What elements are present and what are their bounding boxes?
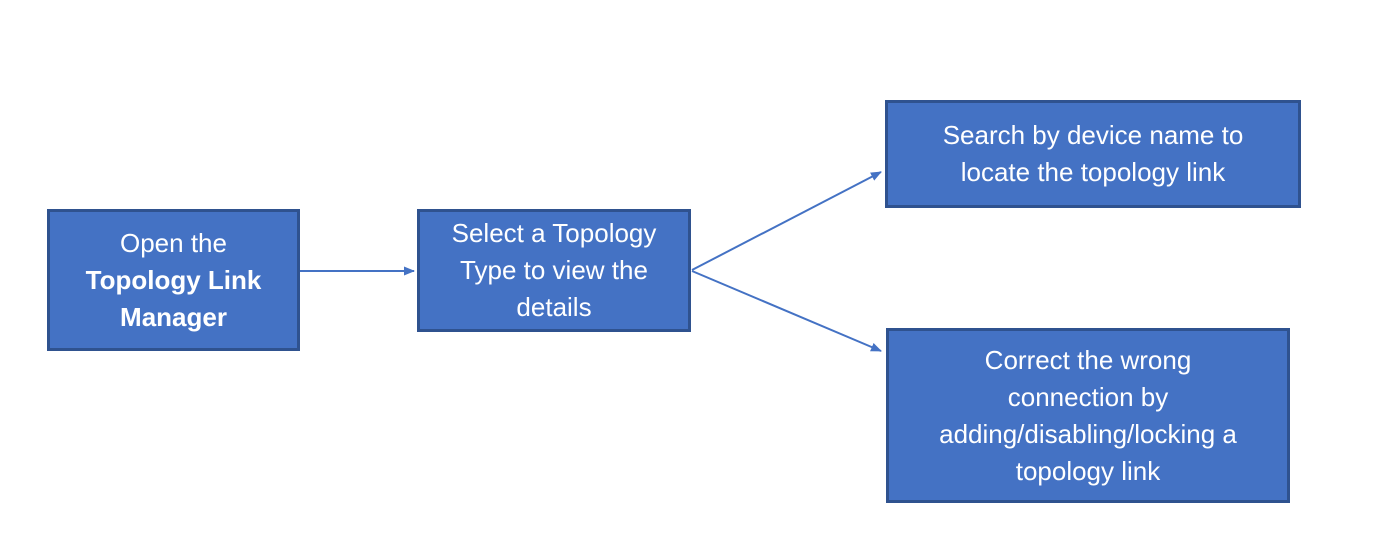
node-text-line: adding/disabling/locking a bbox=[939, 418, 1237, 449]
node-search-by-device-name: Search by device name to locate the topo… bbox=[885, 100, 1301, 208]
connector-step2-to-step4 bbox=[691, 270, 882, 352]
node-text-line: Correct the wrong bbox=[984, 344, 1192, 375]
node-text-line: Topology Link bbox=[85, 264, 262, 295]
node-open-topology-link-manager: Open the Topology Link Manager bbox=[47, 209, 300, 351]
node-text-line: locate the topology link bbox=[960, 157, 1226, 187]
node-text-line: details bbox=[516, 292, 592, 322]
node-correct-wrong-connection: Correct the wrong connection by adding/d… bbox=[886, 328, 1290, 503]
connector-step2-to-step3 bbox=[691, 171, 882, 271]
node-text-line: Manager bbox=[120, 301, 227, 332]
node-text-line: Select a Topology bbox=[451, 218, 657, 248]
node-text-line: topology link bbox=[1015, 455, 1161, 486]
node-text-line: Open the bbox=[120, 227, 227, 258]
node-select-topology-type: Select a Topology Type to view the detai… bbox=[417, 209, 691, 332]
node-text-line: Type to view the bbox=[460, 255, 648, 285]
node-text-line: Search by device name to bbox=[942, 120, 1244, 150]
node-text-line: connection by bbox=[1007, 381, 1169, 412]
